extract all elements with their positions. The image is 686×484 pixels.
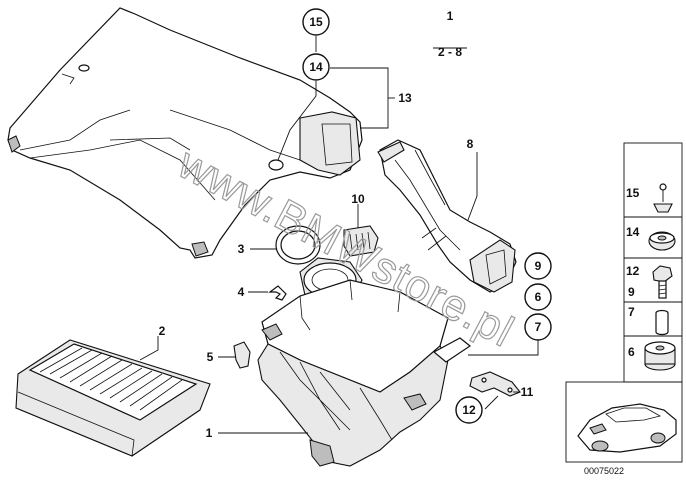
- callout-10: 10: [351, 192, 365, 206]
- intake-hose: [377, 139, 517, 293]
- callouts: 1 2 - 8 15 14 13 8 10 3 4 2 5 1 11 9 6 7…: [159, 8, 552, 440]
- diagram-number: 00075022: [584, 466, 624, 476]
- gasket-ring: [275, 225, 321, 265]
- legend-7: 7: [628, 305, 635, 319]
- rubber-mount-icon: [644, 341, 676, 371]
- svg-text:7: 7: [535, 320, 542, 334]
- callout-11: 11: [521, 385, 534, 399]
- svg-text:12: 12: [462, 403, 476, 417]
- grommet-icon: [648, 231, 676, 251]
- vehicle-thumbnail: 00075022: [565, 381, 683, 476]
- legend-12: 12: [626, 264, 640, 278]
- svg-text:15: 15: [309, 15, 323, 29]
- legend-14: 14: [626, 225, 640, 239]
- callout-8: 8: [467, 137, 474, 151]
- screw-icon: [653, 183, 673, 213]
- clip-5: [233, 341, 251, 369]
- legend-9: 9: [628, 285, 635, 299]
- leader-lines: [139, 36, 539, 434]
- callout-4: 4: [238, 285, 245, 299]
- callout-circle-14: 14: [302, 53, 330, 81]
- ref-top-label: 1: [447, 9, 454, 23]
- bracket: [469, 371, 521, 397]
- callout-circle-6: 6: [524, 283, 552, 311]
- legend-6: 6: [628, 345, 635, 359]
- svg-text:6: 6: [535, 290, 542, 304]
- intake-cover: [7, 7, 363, 259]
- bolt-icon: [652, 265, 673, 299]
- resonator: [343, 225, 379, 257]
- callout-circle-9: 9: [524, 252, 552, 280]
- ref-range-label: 2 - 8: [438, 45, 462, 59]
- callout-3: 3: [238, 242, 245, 256]
- air-filter-housing: [257, 257, 472, 467]
- callout-circle-7: 7: [524, 313, 552, 341]
- callout-circle-12: 12: [455, 396, 483, 424]
- svg-text:9: 9: [535, 259, 542, 273]
- callout-2: 2: [159, 324, 166, 338]
- spacer-sleeve-icon: [655, 309, 669, 336]
- callout-5: 5: [207, 350, 214, 364]
- air-filter-element: [15, 339, 211, 457]
- small-parts-legend: 15 14 12 9 7 6: [623, 142, 683, 383]
- callout-1: 1: [206, 426, 213, 440]
- callout-13: 13: [398, 91, 412, 105]
- svg-text:14: 14: [309, 60, 323, 74]
- clip-4: [268, 285, 287, 301]
- callout-circle-15: 15: [302, 8, 330, 36]
- legend-15: 15: [626, 186, 640, 200]
